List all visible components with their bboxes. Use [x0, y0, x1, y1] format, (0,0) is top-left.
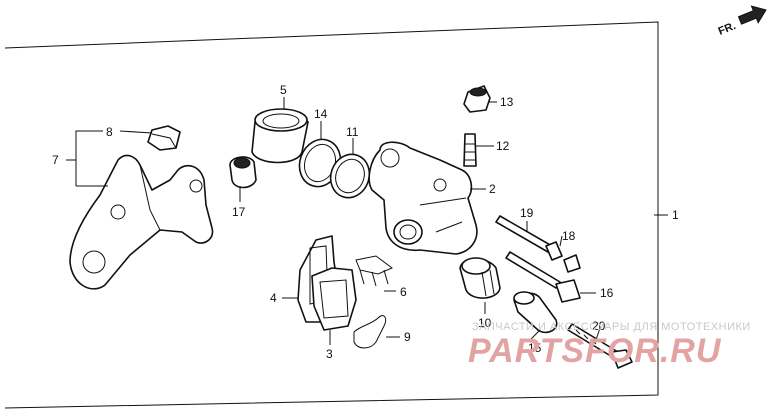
label-part-2: 2 [489, 182, 496, 196]
label-part-16: 16 [600, 286, 614, 300]
slide-pin-lower [505, 251, 581, 303]
caliper-body [368, 141, 478, 255]
label-part-13: 13 [500, 95, 514, 109]
caliper-bolt [567, 323, 633, 369]
front-direction-label: FR. [717, 20, 738, 38]
label-part-12: 12 [496, 139, 510, 153]
label-part-3: 3 [326, 347, 333, 361]
watermark: ЗАПЧАСТИ И АКСЕССУАРЫ ДЛЯ МОТОТЕХНИКИ PA… [468, 321, 751, 370]
brake-pad-inner [311, 267, 357, 331]
pad-retainer-clip [353, 315, 387, 349]
bleeder-cap [463, 85, 491, 113]
label-part-7: 7 [52, 153, 59, 167]
label-part-9: 9 [404, 330, 411, 344]
label-part-5: 5 [280, 83, 287, 97]
watermark-brand: PARTSFOR.RU [468, 332, 722, 370]
label-part-20: 20 [592, 319, 606, 333]
label-part-18: 18 [562, 229, 576, 243]
label-part-15: 15 [528, 341, 542, 355]
pin-boot [513, 291, 558, 334]
label-part-8: 8 [106, 125, 113, 139]
front-arrow-icon [737, 5, 767, 25]
caliper-bracket [69, 154, 214, 290]
bracket-clip [147, 125, 181, 151]
label-part-11: 11 [346, 125, 359, 139]
label-part-4: 4 [270, 291, 277, 305]
pin-boot-small [563, 254, 581, 273]
label-part-6: 6 [400, 285, 407, 299]
assembly-frame [4, 21, 659, 409]
piston [251, 108, 309, 164]
leader-lines [66, 97, 668, 345]
bleeder-valve [463, 133, 477, 167]
pad-spring [355, 255, 393, 287]
front-direction-marker: FR. [717, 5, 767, 38]
caliper-boot [229, 156, 257, 189]
pin-sleeve [459, 257, 501, 299]
watermark-caption: ЗАПЧАСТИ И АКСЕССУАРЫ ДЛЯ МОТОТЕХНИКИ [472, 321, 751, 333]
label-part-19: 19 [520, 206, 534, 220]
label-part-14: 14 [314, 107, 328, 121]
label-part-17: 17 [232, 205, 246, 219]
label-part-10: 10 [478, 316, 492, 330]
slide-pin-upper [495, 215, 563, 261]
part-number-labels: 1 2 3 4 5 6 7 8 9 10 11 12 13 14 15 16 1… [52, 83, 679, 361]
label-part-1: 1 [672, 208, 679, 222]
